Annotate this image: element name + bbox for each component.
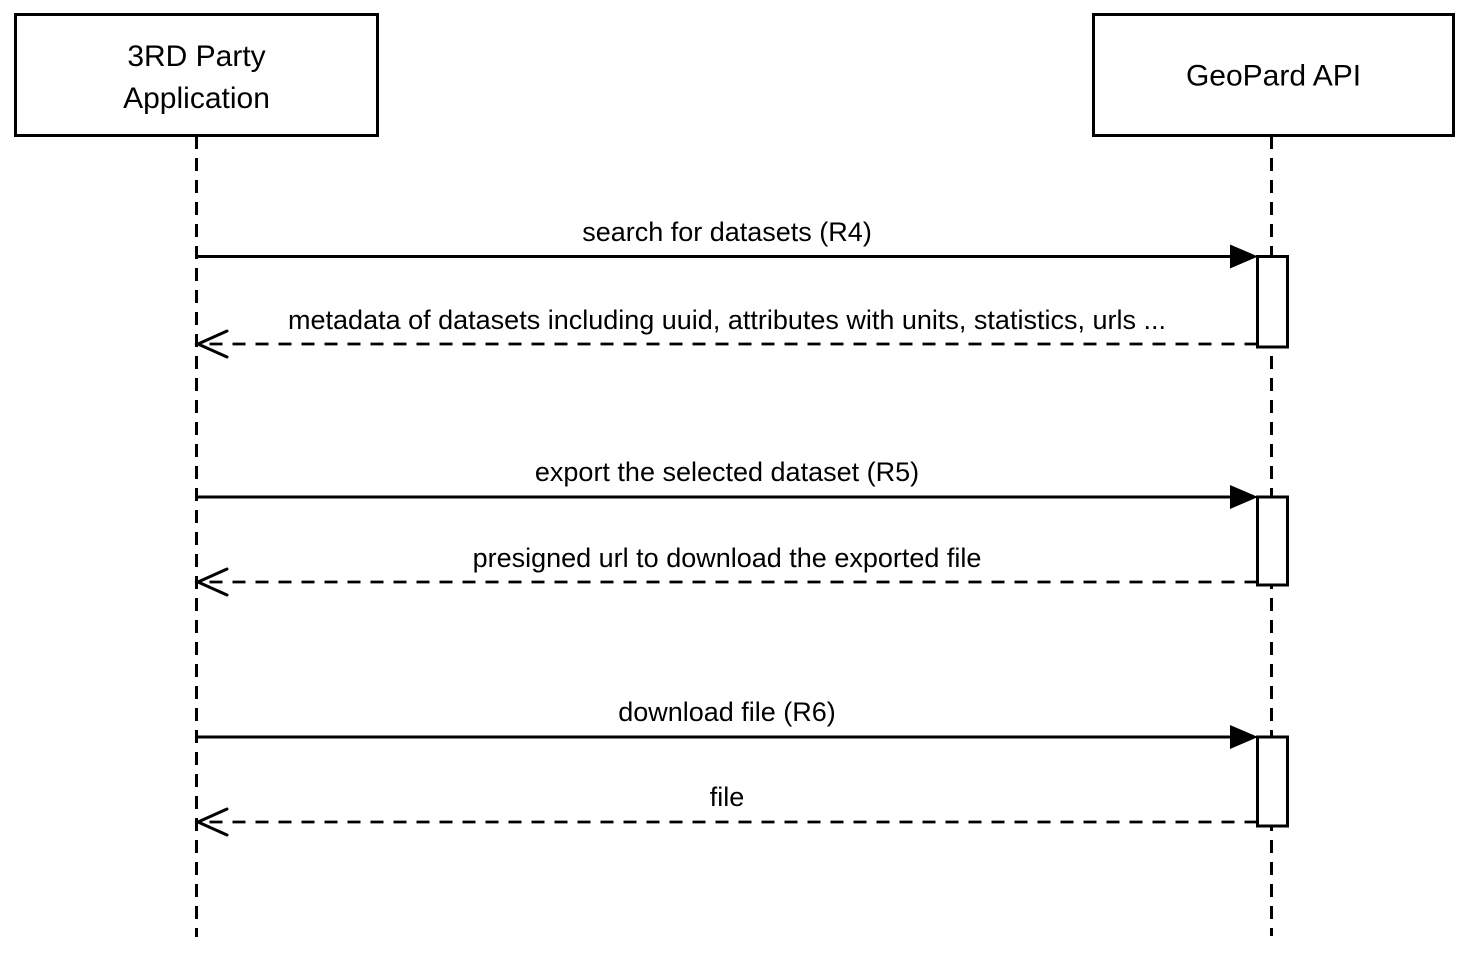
message-label: search for datasets (R4) <box>582 217 872 247</box>
actor-box <box>1092 13 1455 137</box>
message-label: file <box>710 782 745 812</box>
message-label: export the selected dataset (R5) <box>535 457 919 487</box>
activation-bar-3 <box>1256 735 1289 828</box>
arrowhead-filled-icon <box>1230 244 1258 269</box>
actor-label-line1: 3RD Party <box>127 40 265 73</box>
message-label: download file (R6) <box>618 697 836 727</box>
arrowhead-open-icon <box>194 329 229 359</box>
message-label: presigned url to download the exported f… <box>473 543 982 573</box>
actor-box <box>14 13 379 137</box>
arrowhead-filled-icon <box>1230 725 1258 749</box>
arrowhead-open-icon <box>194 807 229 837</box>
arrowhead-filled-icon <box>1230 485 1258 509</box>
actor-geopard-api: GeoPard API <box>1092 13 1455 137</box>
message-metadata-of-datasets: metadata of datasets including uuid, att… <box>194 305 1258 359</box>
actor-third-party-application: 3RD Party Application <box>14 13 379 137</box>
message-search-for-datasets: search for datasets (R4) <box>196 217 1258 269</box>
actor-label: GeoPard API <box>1186 60 1361 93</box>
message-export-selected-dataset: export the selected dataset (R5) <box>196 457 1258 509</box>
message-download-file: download file (R6) <box>196 697 1258 749</box>
activation-bar-1 <box>1256 255 1289 349</box>
activation-bar-2 <box>1256 495 1289 587</box>
arrowhead-open-icon <box>194 567 229 597</box>
message-presigned-url: presigned url to download the exported f… <box>194 543 1258 597</box>
message-label: metadata of datasets including uuid, att… <box>288 305 1166 335</box>
actor-label-line2: Application <box>123 82 270 115</box>
message-file: file <box>194 782 1258 837</box>
